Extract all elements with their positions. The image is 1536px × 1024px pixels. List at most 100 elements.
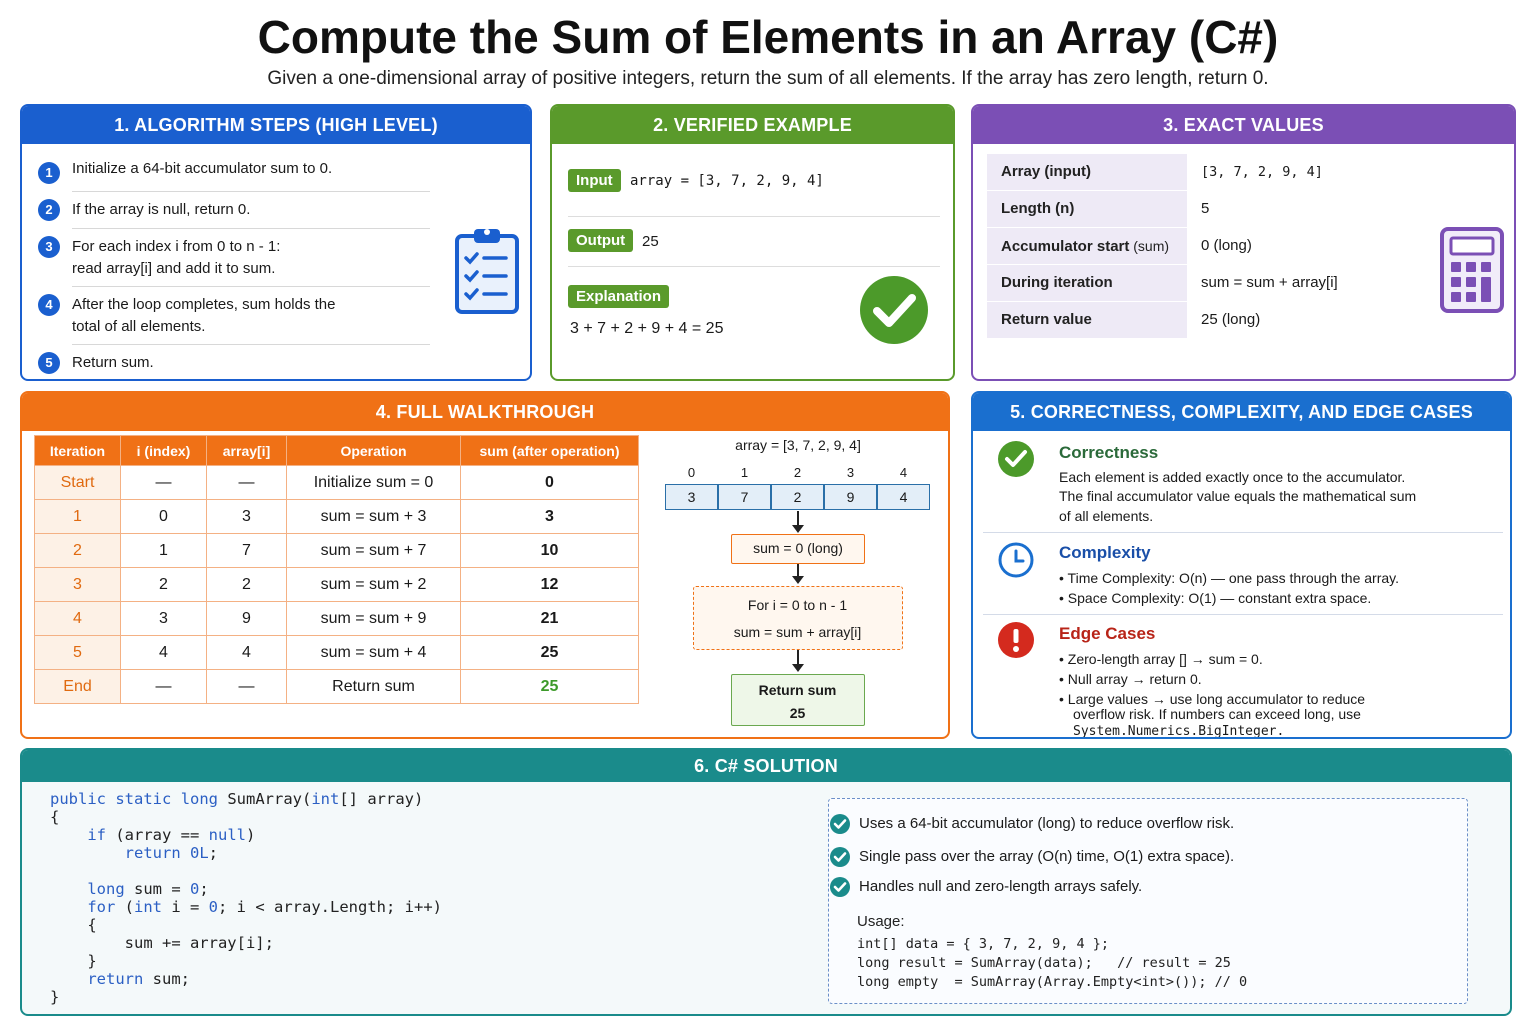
table-cell: — [120, 465, 207, 500]
code-line: { [50, 808, 60, 826]
value-key: During iteration [987, 265, 1187, 301]
table-cell: 0 [120, 499, 207, 534]
code-line: { [50, 916, 97, 934]
divider [72, 228, 430, 229]
edge-bullet: • Large values → use long accumulator to… [1059, 691, 1366, 707]
table-cell: Initialize sum = 0 [286, 465, 461, 500]
table-cell: 1 [120, 533, 207, 568]
calculator-icon [1440, 227, 1504, 313]
step-text-2: read array[i] and add it to sum. [72, 260, 276, 277]
usage-line: int[] data = { 3, 7, 2, 9, 4 }; [857, 936, 1109, 952]
loop-line-2: sum = sum + array[i] [733, 624, 862, 640]
code-line: } [50, 988, 60, 1006]
table-cell: sum = sum + 4 [286, 635, 461, 670]
table-cell: 0 [460, 465, 639, 500]
table-cell: 7 [206, 533, 287, 568]
table-cell: End [34, 669, 121, 704]
table-cell: 2 [206, 567, 287, 602]
panel-header: 5. CORRECTNESS, COMPLEXITY, AND EDGE CAS… [973, 393, 1510, 431]
page-title: Compute the Sum of Elements in an Array … [257, 11, 1279, 63]
array-index: 0 [687, 465, 696, 480]
table-cell: Start [34, 465, 121, 500]
complexity-bullet: • Time Complexity: O(n) — one pass throu… [1059, 570, 1400, 586]
code-line: sum += array[i]; [50, 934, 274, 952]
array-label: array = [3, 7, 2, 9, 4] [735, 437, 861, 453]
value-cell: 5 [1201, 200, 1210, 217]
check-circle-icon [860, 276, 928, 344]
value-key: Accumulator start (sum) [987, 228, 1187, 264]
loop-box: For i = 0 to n - 1 sum = sum + array[i] [693, 586, 903, 650]
column-header: sum (after operation) [460, 435, 639, 466]
correctness-line: The final accumulator value equals the m… [1059, 488, 1417, 504]
array-cell: 4 [877, 484, 930, 510]
code-line: return 0L; [124, 844, 219, 862]
walkthrough-panel: 4. FULL WALKTHROUGH Iteration i (index) … [20, 391, 950, 739]
table-cell: 25 [460, 669, 639, 704]
panel-header: 3. EXACT VALUES [973, 106, 1514, 144]
return-line-1: Return sum [758, 682, 837, 698]
value-row: Length (n) 5 [987, 191, 1503, 227]
value-cell: 25 (long) [1201, 311, 1261, 328]
array-cell: 7 [718, 484, 771, 510]
code-block: public static long SumArray(int[] array)… [50, 790, 442, 1006]
edge-bullet: • Null array → return 0. [1059, 671, 1202, 687]
note-item: Handles null and zero-length arrays safe… [830, 877, 1142, 897]
step-number: 2 [38, 199, 60, 221]
output-tag: Output [568, 229, 634, 252]
note-item: Single pass over the array (O(n) time, O… [830, 847, 1234, 867]
table-cell: — [120, 669, 207, 704]
complexity-bullet: • Space Complexity: O(1) — constant extr… [1059, 590, 1372, 606]
panel-header: 4. FULL WALKTHROUGH [22, 393, 948, 431]
clipboard-checklist-icon [455, 229, 519, 314]
column-header: i (index) [120, 435, 207, 466]
table-cell: sum = sum + 2 [286, 567, 461, 602]
table-cell: 9 [206, 601, 287, 636]
divider [72, 191, 430, 192]
verified-example-panel: 2. VERIFIED EXAMPLE Input array = [3, 7,… [550, 104, 955, 381]
output-value: 25 [642, 233, 659, 250]
value-cell: 0 (long) [1201, 237, 1252, 254]
correctness-title: Correctness [1059, 443, 1159, 462]
flow-arrow [792, 650, 804, 672]
note-item: Uses a 64-bit accumulator (long) to redu… [830, 814, 1234, 834]
step-text: For each index i from 0 to n - 1: [72, 238, 281, 255]
return-box: Return sum 25 [731, 674, 865, 726]
value-key: Return value [987, 302, 1187, 338]
table-cell: 21 [460, 601, 639, 636]
code-line [50, 862, 442, 880]
value-key: Length (n) [987, 191, 1187, 227]
column-header: Iteration [34, 435, 121, 466]
array-cell: 3 [665, 484, 718, 510]
value-row: During iteration sum = sum + array[i] [987, 265, 1503, 301]
code-line: long sum = 0; [87, 880, 209, 898]
table-cell: sum = sum + 3 [286, 499, 461, 534]
flow-arrow [792, 564, 804, 584]
array-index: 3 [846, 465, 855, 480]
walkthrough-table: Iteration i (index) array[i] Operation s… [34, 435, 639, 704]
table-header-row: Iteration i (index) array[i] Operation s… [34, 435, 639, 466]
array-index: 2 [793, 465, 802, 480]
value-cell: sum = sum + array[i] [1201, 274, 1338, 291]
table-cell: 4 [206, 635, 287, 670]
code-line: public static long SumArray(int[] array) [50, 790, 424, 808]
edge-bullet-continued: System.Numerics.BigInteger. [1073, 724, 1285, 739]
panel-header: 2. VERIFIED EXAMPLE [552, 106, 953, 144]
table-cell: sum = sum + 7 [286, 533, 461, 568]
table-cell: Return sum [286, 669, 461, 704]
table-cell: — [206, 669, 287, 704]
divider [983, 532, 1503, 533]
edge-cases-title: Edge Cases [1059, 624, 1156, 643]
divider [72, 344, 430, 345]
table-cell: 4 [34, 601, 121, 636]
correctness-line: of all elements. [1059, 508, 1154, 524]
table-cell: 3 [120, 601, 207, 636]
panel-header: 1. ALGORITHM STEPS (HIGH LEVEL) [22, 106, 530, 144]
value-row: Accumulator start (sum) 0 (long) [987, 228, 1503, 264]
correctness-check-icon [998, 441, 1034, 477]
code-line: } [50, 952, 97, 970]
table-cell: 2 [34, 533, 121, 568]
page-subtitle: Given a one-dimensional array of positiv… [267, 68, 1269, 89]
